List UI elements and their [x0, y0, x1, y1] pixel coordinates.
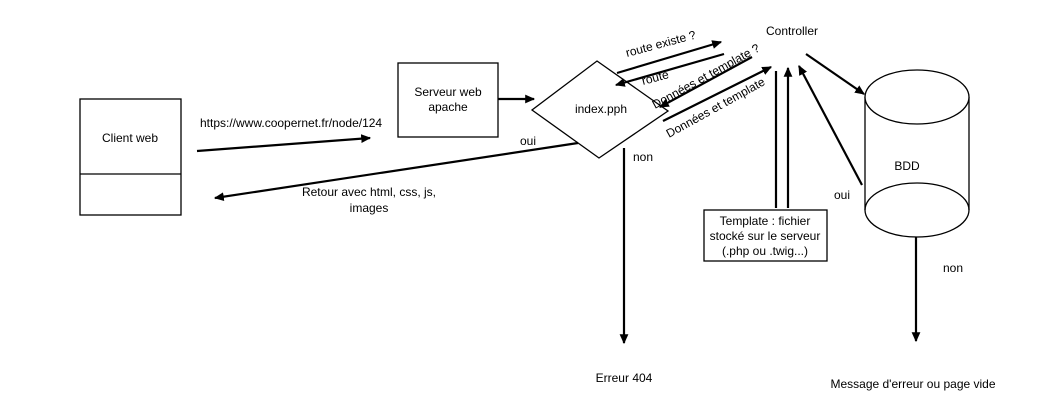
- message-erreur-label: Message d'erreur ou page vide: [830, 377, 995, 391]
- arrow-route-existe: [616, 40, 723, 75]
- arrow-donnees-template: [662, 66, 772, 122]
- bdd-cylinder-node: BDD: [864, 69, 970, 238]
- client-web-node: Client web: [79, 98, 182, 216]
- template-label-line3: (.php ou .twig...): [722, 244, 808, 258]
- serveur-web-label-line1: Serveur web: [414, 85, 482, 99]
- bdd-label: BDD: [894, 159, 920, 173]
- erreur-404-label: Erreur 404: [596, 371, 653, 385]
- serveur-web-node: Serveur web apache: [397, 62, 499, 138]
- arrow-index-to-client: [213, 141, 579, 202]
- url-label: https://www.coopernet.fr/node/124: [200, 116, 382, 130]
- oui-bdd-label: oui: [834, 188, 850, 202]
- retour-label-line2: images: [350, 201, 389, 215]
- retour-label-line1: Retour avec html, css, js,: [302, 185, 436, 199]
- non-index-label: non: [633, 150, 653, 164]
- arrow-donnees-template-question: [659, 56, 753, 108]
- arrow-controller-to-bdd: [805, 53, 865, 95]
- oui-index-label: oui: [520, 134, 536, 148]
- template-label-line2: stocké sur le serveur: [710, 229, 821, 243]
- arrow-client-to-server: [196, 134, 372, 153]
- client-web-label: Client web: [102, 131, 158, 145]
- arrow-bdd-to-controller: [798, 65, 863, 186]
- non-bdd-label: non: [943, 261, 963, 275]
- template-node: Template : fichier stocké sur le serveur…: [703, 209, 828, 262]
- controller-label: Controller: [766, 24, 818, 38]
- serveur-web-label-line2: apache: [428, 100, 468, 114]
- route-existe-label: route existe ?: [624, 28, 698, 60]
- index-decision-node: index.pph: [530, 60, 670, 159]
- index-label: index.pph: [575, 102, 627, 116]
- route-label: route: [640, 67, 670, 88]
- template-label-line1: Template : fichier: [720, 214, 811, 228]
- arrow-route: [614, 52, 725, 87]
